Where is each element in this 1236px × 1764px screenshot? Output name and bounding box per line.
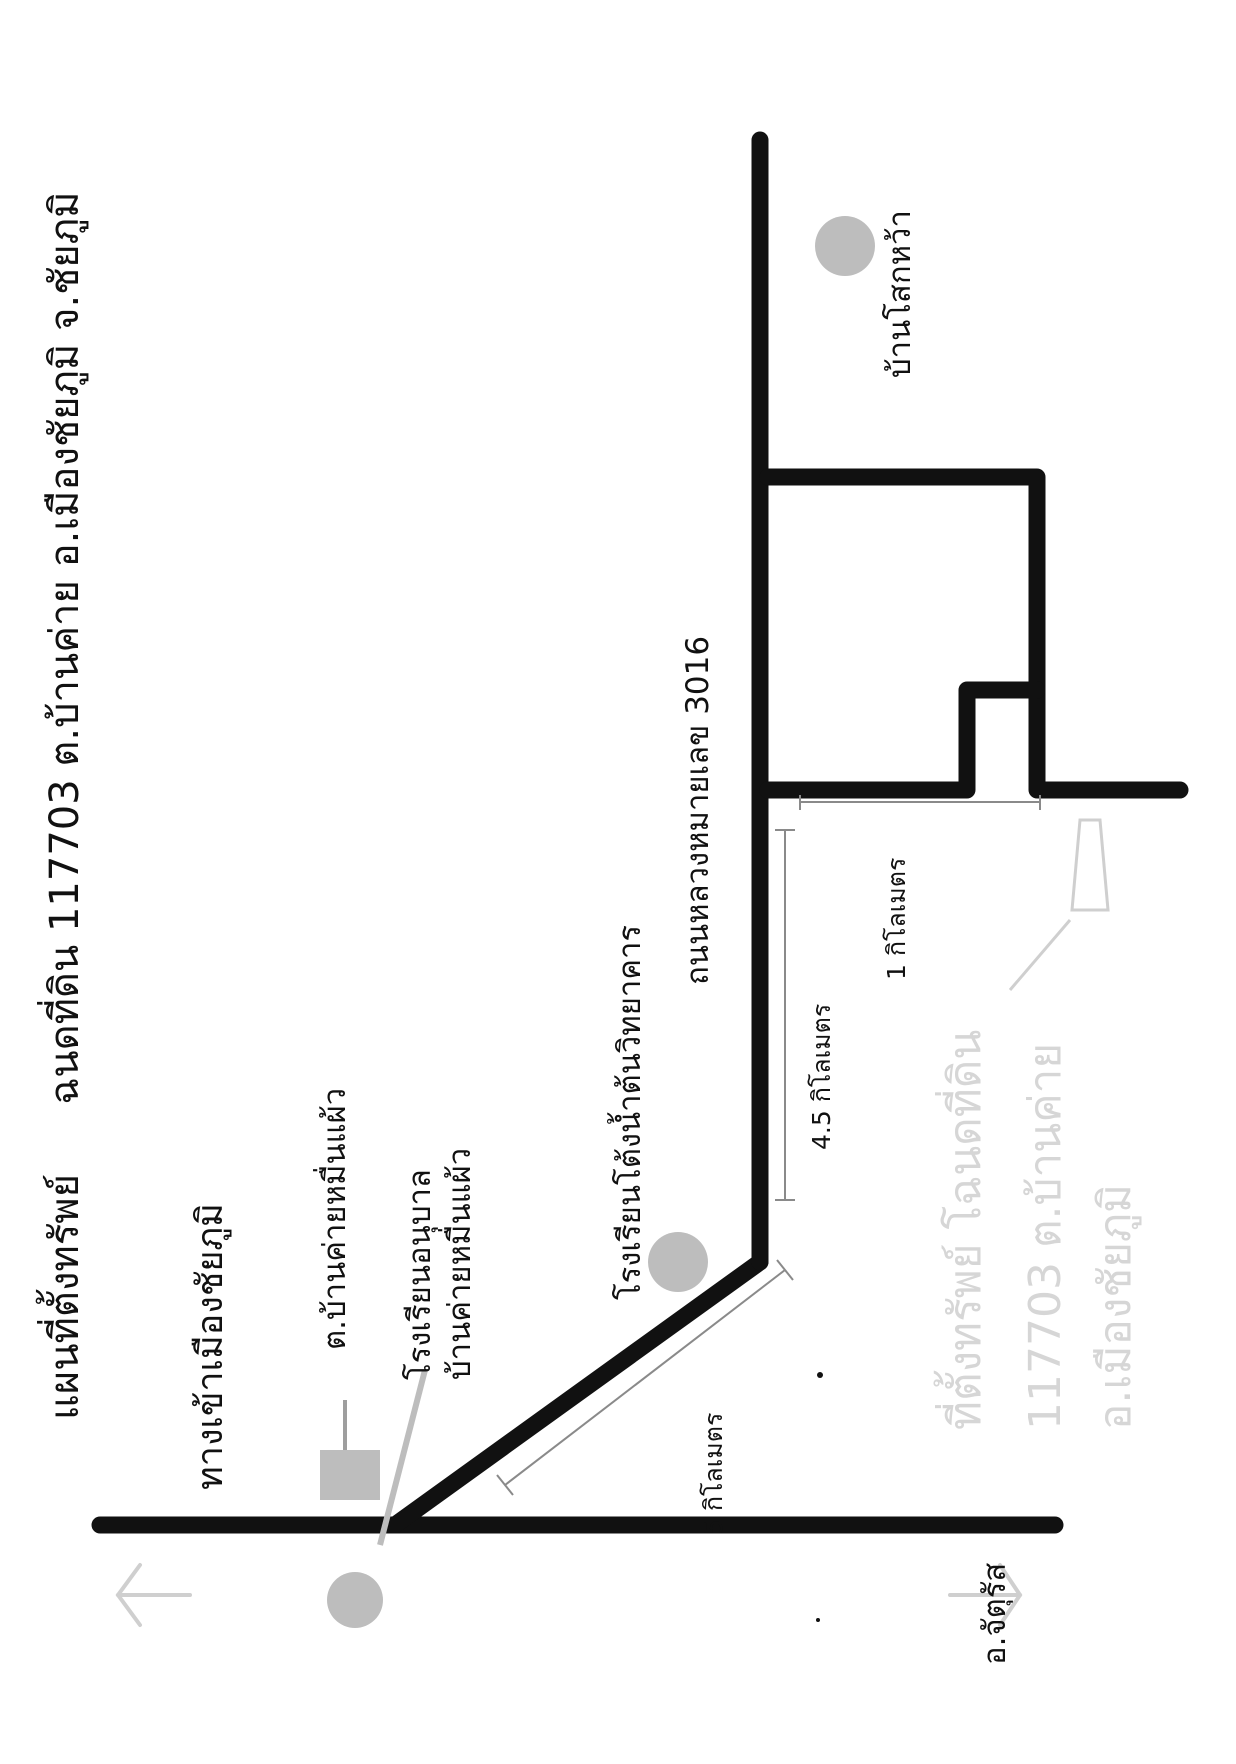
speck-dot (816, 1618, 820, 1622)
map-title-part1: แผนที่ตั้งทรัพย์ (35, 1174, 88, 1420)
label-entrance: ทางเข้าเมืองชัยภูมิ (190, 1203, 232, 1490)
school-circle (648, 1232, 708, 1292)
label-road-number: ถนนหลวงหมายเลข 3016 (680, 636, 716, 985)
diagonal-road (386, 1253, 769, 1534)
village-circle (815, 216, 875, 276)
distance-4_5km: 4.5 กิโลเมตร (807, 1004, 836, 1150)
distance-5km: 5 กิโลเมตร (699, 1413, 728, 1535)
faint-note-line2: 117703 ต.บ้านค่าย (1020, 1043, 1071, 1430)
map-title-part2: ฉนดที่ดิน 117703 ต.บ้านค่าย อ.เมืองชัยภู… (37, 192, 88, 1105)
map-title: แผนที่ตั้งทรัพย์ ฉนดที่ดิน 117703 ต.บ้าน… (35, 192, 88, 1420)
speck-dot (817, 1372, 823, 1378)
label-district-chatturat: อ.จัตุรัส (977, 1563, 1014, 1665)
dimension-5km (496, 1259, 794, 1496)
location-marker-icon (1070, 818, 1110, 912)
label-kindergarten-line2: บ้านค่ายหมื่นแผ้ว (438, 1148, 478, 1380)
kindergarten-building-icon (320, 1450, 380, 1500)
distance-1km: 1 กิโลเมตร (882, 858, 911, 980)
kindergarten-pointer (377, 1369, 428, 1546)
label-school: โรงเรียนโต้งน้ำต้นวิทยาคาร (607, 925, 648, 1300)
landmark-circle-entrance (327, 1572, 383, 1628)
faint-arrow-right (948, 1563, 1023, 1627)
label-kindergarten-line1: โรงเรียนอนุบาล (402, 1169, 439, 1380)
branch-road-loop (759, 468, 1189, 799)
location-marker-pointer (1008, 919, 1072, 991)
faint-arrow-left (115, 1563, 192, 1627)
label-subdistrict: ต.บ้านค่ายหมื่นแผ้ว (313, 1088, 353, 1350)
dimension-4_5km (775, 829, 795, 1201)
label-village: บ้านโสกหว้า (882, 210, 918, 378)
branch-road-lower (759, 681, 1046, 799)
faint-note-line1: ที่ตั้งทรัพย์ โฉนดที่ดิน (933, 1030, 991, 1430)
faint-note-line3: อ.เมืองชัยภูมิ (1090, 1184, 1142, 1430)
dimension-1km (799, 795, 1041, 810)
